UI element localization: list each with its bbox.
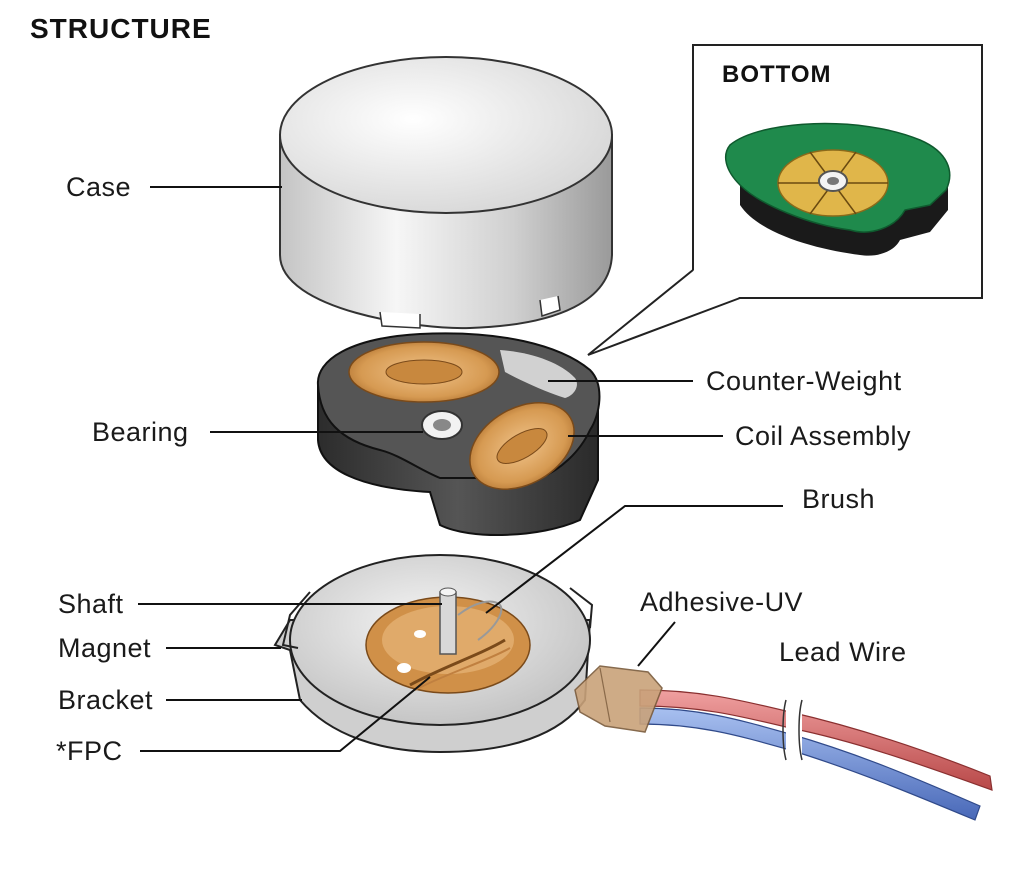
bottom-inset: BOTTOM [587,44,983,356]
label-counter-weight: Counter-Weight [706,366,902,396]
label-lead-wire: Lead Wire [779,637,907,667]
label-shaft: Shaft [58,589,124,619]
label-bracket: Bracket [58,685,153,715]
label-bearing: Bearing [92,417,189,447]
label-brush: Brush [802,484,875,514]
leader-brush [485,505,783,614]
label-coil-assembly: Coil Assembly [735,421,911,451]
rotor-assembly [316,332,601,537]
label-case: Case [66,172,131,202]
leader-adhesive-uv [637,621,676,667]
pcb-bottom-view [724,122,951,256]
bracket-base [273,554,594,754]
leader-lines [138,186,783,752]
label-adhesive-uv: Adhesive-UV [640,587,803,617]
diagram-heading: STRUCTURE [30,13,212,44]
lead-wires [574,665,993,821]
case-part [279,56,613,330]
inset-title: BOTTOM [722,61,832,88]
leader-fpc [140,676,431,752]
label-fpc: *FPC [56,736,123,766]
label-magnet: Magnet [58,633,151,663]
